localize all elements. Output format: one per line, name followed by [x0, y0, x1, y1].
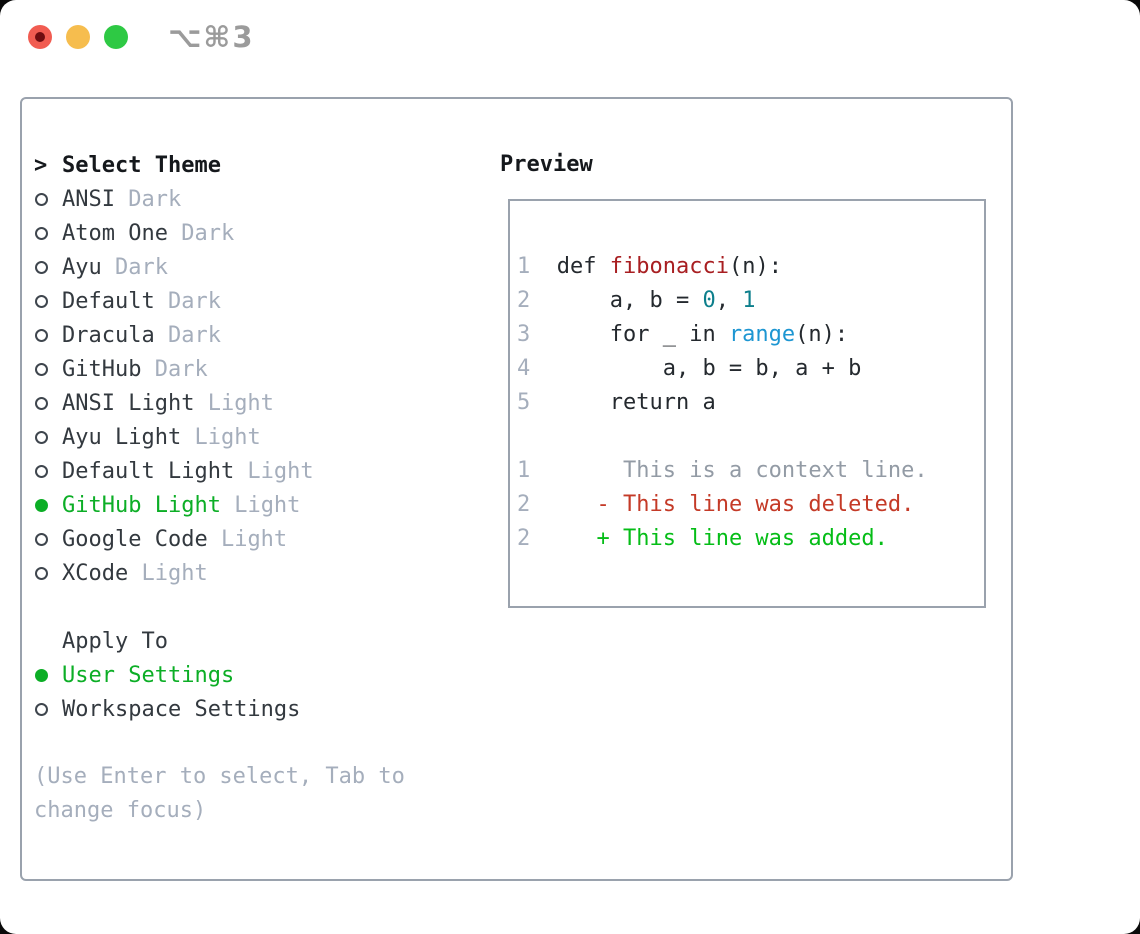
- radio-unselected-icon: [34, 192, 62, 206]
- radio-unselected-icon: [34, 260, 62, 274]
- theme-option[interactable]: XCode Light: [34, 556, 405, 590]
- spacer: [34, 590, 405, 624]
- blank-line: [517, 420, 984, 454]
- close-button[interactable]: [28, 25, 52, 49]
- code-line: 5 return a: [517, 390, 716, 415]
- theme-option[interactable]: Default Dark: [34, 284, 405, 318]
- option-variant-label: Light: [234, 458, 314, 484]
- option-label: Ayu: [62, 254, 102, 280]
- radio-unselected-icon: [34, 532, 62, 546]
- minimize-button[interactable]: [66, 25, 90, 49]
- select-theme-header: > Select Theme: [34, 148, 405, 182]
- theme-option[interactable]: GitHub Light Light: [34, 488, 405, 522]
- option-variant-label: Light: [194, 390, 274, 416]
- theme-option[interactable]: GitHub Dark: [34, 352, 405, 386]
- option-label: Ayu Light: [62, 424, 182, 450]
- option-variant-label: Dark: [114, 186, 182, 212]
- option-label: XCode: [62, 560, 129, 586]
- diff-line: 2 + This line was added.: [517, 526, 888, 551]
- theme-option[interactable]: Ayu Dark: [34, 250, 405, 284]
- theme-option[interactable]: Dracula Dark: [34, 318, 405, 352]
- window-title: ⌥⌘3: [168, 20, 255, 54]
- option-variant-label: Light: [220, 492, 301, 518]
- diff-line: 2 - This line was deleted.: [517, 492, 915, 517]
- apply-to-option[interactable]: User Settings: [34, 658, 405, 692]
- option-variant-label: Dark: [101, 254, 168, 280]
- option-label: Atom One: [62, 220, 168, 246]
- option-label: User Settings: [62, 662, 235, 688]
- code-line: 4 a, b = b, a + b: [517, 356, 862, 381]
- option-label: GitHub: [62, 356, 142, 382]
- titlebar: ⌥⌘3: [0, 0, 1140, 74]
- code-line: 3 for _ in range(n):: [517, 322, 849, 347]
- option-variant-label: Light: [128, 560, 208, 586]
- radio-unselected-icon: [34, 430, 62, 444]
- apply-to-header: Apply To: [34, 624, 405, 658]
- option-label: Google Code: [62, 526, 208, 552]
- theme-option[interactable]: ANSI Dark: [34, 182, 405, 216]
- radio-unselected-icon: [34, 464, 62, 478]
- code-line: 1 def fibonacci(n):: [517, 254, 782, 279]
- radio-unselected-icon: [34, 566, 62, 580]
- option-label: Dracula: [62, 322, 155, 348]
- apply-to-title: Apply To: [62, 628, 168, 654]
- option-variant-label: Dark: [154, 288, 221, 314]
- radio-selected-icon: [34, 668, 62, 682]
- preview-code-block: 1 def fibonacci(n): 2 a, b = 0, 1 3 for _ …: [510, 201, 984, 556]
- radio-unselected-icon: [34, 294, 62, 308]
- blank-line: [517, 216, 984, 250]
- focus-prompt-icon: >: [34, 152, 48, 178]
- option-label: Workspace Settings: [62, 696, 301, 722]
- preview-pane: 1 def fibonacci(n): 2 a, b = 0, 1 3 for _ …: [508, 199, 986, 608]
- option-label: ANSI Light: [62, 390, 195, 416]
- option-variant-label: Dark: [167, 220, 235, 246]
- select-theme-title: Select Theme: [62, 152, 221, 178]
- theme-option[interactable]: ANSI Light Light: [34, 386, 405, 420]
- radio-unselected-icon: [34, 328, 62, 342]
- help-text-line-1: (Use Enter to select, Tab to: [34, 764, 405, 789]
- option-label: GitHub Light: [62, 492, 221, 518]
- apply-to-option[interactable]: Workspace Settings: [34, 692, 405, 726]
- option-variant-label: Light: [207, 526, 288, 552]
- zoom-button[interactable]: [104, 25, 128, 49]
- option-label: Default Light: [62, 458, 235, 484]
- theme-option[interactable]: Default Light Light: [34, 454, 405, 488]
- radio-selected-icon: [34, 498, 62, 512]
- option-variant-label: Dark: [154, 322, 221, 348]
- theme-option[interactable]: Google Code Light: [34, 522, 405, 556]
- help-text-line-2: change focus): [34, 798, 207, 823]
- option-label: ANSI: [62, 186, 115, 212]
- theme-option[interactable]: Atom One Dark: [34, 216, 405, 250]
- option-label: Default: [62, 288, 155, 314]
- code-line: 2 a, b = 0, 1: [517, 288, 756, 313]
- spacer: [34, 726, 405, 760]
- radio-unselected-icon: [34, 226, 62, 240]
- option-variant-label: Dark: [141, 356, 208, 382]
- option-variant-label: Light: [181, 424, 261, 450]
- radio-unselected-icon: [34, 362, 62, 376]
- radio-unselected-icon: [34, 702, 62, 716]
- diff-line: 1 This is a context line.: [517, 458, 928, 483]
- theme-option[interactable]: Ayu Light Light: [34, 420, 405, 454]
- preview-title: Preview: [500, 152, 593, 177]
- radio-unselected-icon: [34, 396, 62, 410]
